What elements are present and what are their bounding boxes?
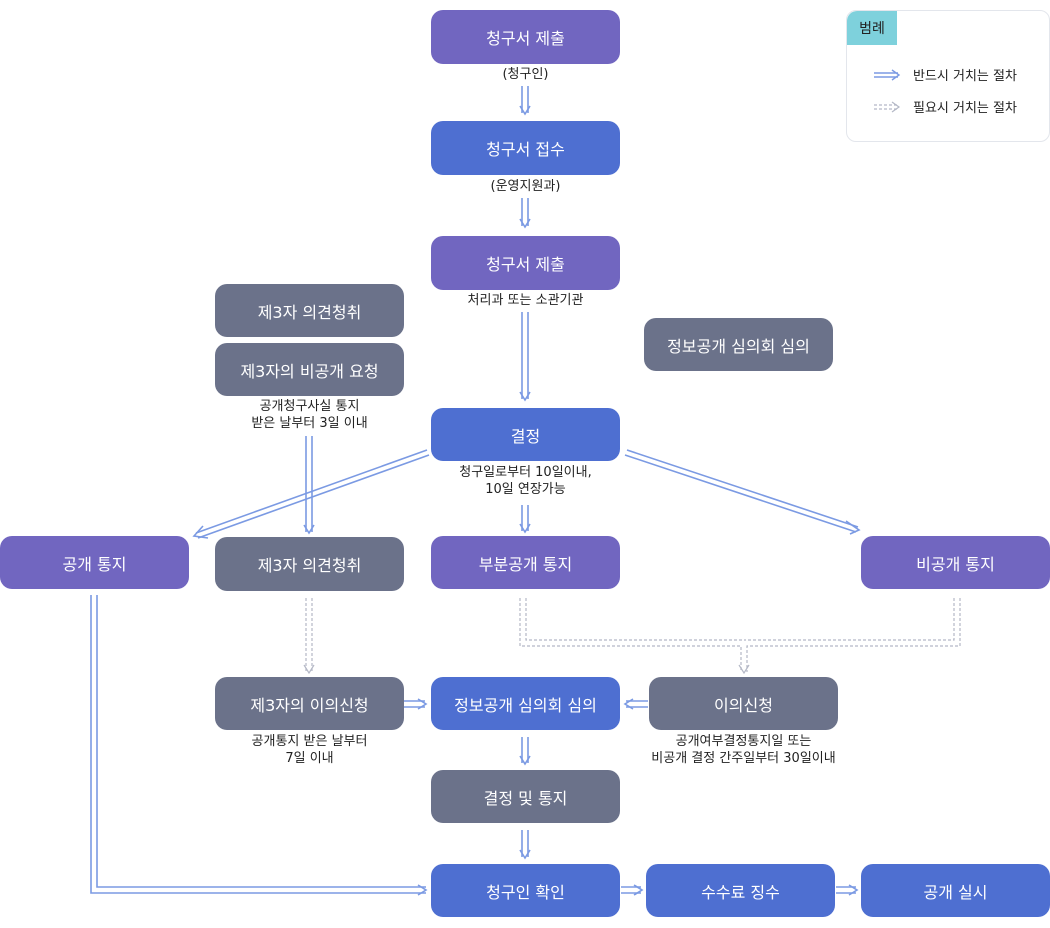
- node-fee-collection[interactable]: 수수료 징수: [646, 864, 835, 917]
- arrow-decision-notice-to-confirm: [521, 830, 529, 857]
- node-committee-top[interactable]: 정보공개 심의회 심의: [644, 318, 833, 371]
- legend-solid: 반드시 거치는 절차: [873, 65, 1017, 84]
- arrow-submit2-to-decision: [521, 312, 529, 399]
- note-decision: 청구일로부터 10일이내,10일 연장가능: [459, 465, 592, 497]
- node-decision-notice[interactable]: 결정 및 통지: [431, 770, 620, 823]
- arrow-committee-to-decision-notice: [521, 737, 529, 763]
- arrow-submit-to-receive: [521, 86, 529, 113]
- node-partial-notice[interactable]: 부분공개 통지: [431, 536, 620, 589]
- note-office: (운영지원과): [490, 179, 561, 194]
- arrow-public-to-confirm: [90, 595, 426, 894]
- arrow-decision-to-public: [195, 449, 430, 539]
- node-claim-receive[interactable]: 청구서 접수: [431, 121, 620, 175]
- arrow-decision-to-nonpublic: [624, 449, 859, 533]
- arrow-receive-to-submit2: [521, 198, 529, 226]
- node-third-opinion[interactable]: 제3자 의견청취: [215, 537, 404, 591]
- dashed-partial-to-objection: [519, 598, 744, 672]
- node-nonpublic-notice[interactable]: 비공개 통지: [861, 536, 1050, 589]
- node-requester-confirm[interactable]: 청구인 확인: [431, 864, 620, 917]
- node-disclosure[interactable]: 공개 실시: [861, 864, 1050, 917]
- node-third-opinion-top[interactable]: 제3자 의견청취: [215, 284, 404, 337]
- arrow-decision-to-partial: [521, 505, 529, 531]
- node-claim-submit[interactable]: 청구서 제출: [431, 10, 620, 64]
- solid-arrow-icon: [874, 68, 901, 81]
- legend: 범례 반드시 거치는 절차 필요시 거치는 절차: [846, 10, 1050, 142]
- legend-title: 범례: [847, 11, 897, 45]
- node-public-notice[interactable]: 공개 통지: [0, 536, 189, 589]
- dashed-third-opinion-to-objection: [305, 598, 313, 672]
- dashed-nonpublic-to-objection: [744, 598, 961, 672]
- note-requester: (청구인): [502, 67, 549, 82]
- node-decision[interactable]: 결정: [431, 408, 620, 461]
- arrow-third-request-to-opinion: [305, 436, 313, 532]
- node-claim-submit-agency[interactable]: 청구서 제출: [431, 236, 620, 290]
- node-objection[interactable]: 이의신청: [649, 677, 838, 730]
- node-third-nondisclosure-request[interactable]: 제3자의 비공개 요청: [215, 343, 404, 396]
- node-third-objection[interactable]: 제3자의 이의신청: [215, 677, 404, 730]
- node-committee[interactable]: 정보공개 심의회 심의: [431, 677, 620, 730]
- dashed-arrow-icon: [874, 101, 901, 112]
- note-agency: 처리과 또는 소관기관: [467, 293, 584, 308]
- legend-dashed: 필요시 거치는 절차: [873, 97, 1017, 116]
